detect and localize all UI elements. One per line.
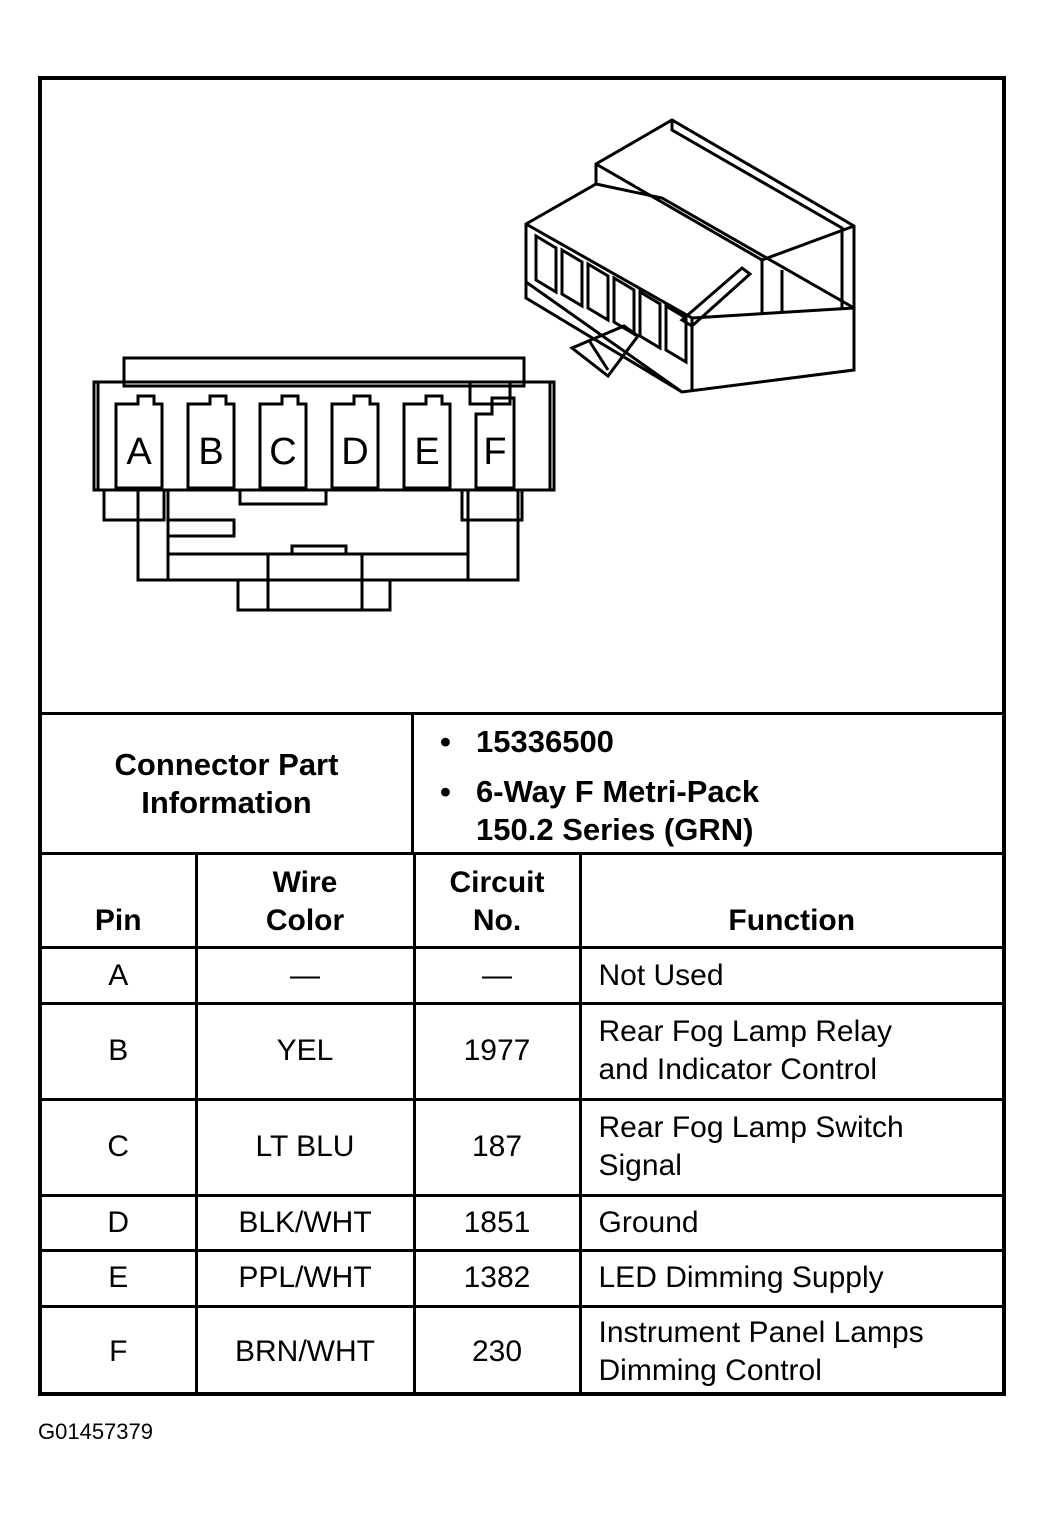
cell-pin: A [42,946,198,1005]
cell-wire-color: YEL [194,1001,416,1101]
cell-function: Not Used [578,946,1002,1005]
pin-label-c: C [269,431,296,473]
connector-part-info-values: • 15336500 • 6-Way F Metri-Pack 150.2 Se… [414,715,1002,852]
cell-circuit: — [412,946,582,1005]
part-number: 15336500 [476,724,614,759]
connector-illustration: A B C D E F [42,80,1002,712]
part-description-line1: 6-Way F Metri-Pack [476,774,760,809]
cell-wire-color: — [194,946,416,1005]
table-row: E PPL/WHT 1382 LED Dimming Supply [42,1249,1002,1308]
part-description-item: • 6-Way F Metri-Pack 150.2 Series (GRN) [440,773,760,849]
cell-function: Rear Fog Lamp Relay and Indicator Contro… [578,1001,1002,1101]
cell-circuit: 1977 [412,1001,582,1101]
part-number-item: • 15336500 [440,723,614,761]
pin-label-a: A [126,431,152,473]
cell-circuit: 1851 [412,1193,582,1253]
pin-label-e: E [414,431,439,473]
cell-wire-color: PPL/WHT [194,1249,416,1308]
cell-pin: B [42,1001,198,1101]
cell-function: LED Dimming Supply [578,1249,1002,1308]
pin-table: Pin Wire Color Circuit No. Function A — … [42,855,1002,1396]
pin-label-f: F [483,431,506,473]
connector-face-view [92,356,556,612]
connector-iso-view [524,118,856,394]
cavity-c [258,394,308,490]
iso-cavities [534,233,688,365]
pin-label-b: B [198,431,223,473]
cell-function: Rear Fog Lamp Switch Signal [578,1097,1002,1197]
header-pin: Pin [42,855,198,950]
iso-tab [569,324,641,379]
part-description-line2: 150.2 Series (GRN) [476,812,754,847]
face-left-foot [102,488,166,522]
cell-circuit: 187 [412,1097,582,1197]
pin-cavities [114,394,516,490]
iso-latch [679,266,753,328]
face-slot [166,518,236,538]
cell-pin: E [42,1249,198,1308]
table-row: A — — Not Used [42,946,1002,1005]
iso-body-outline [524,182,856,394]
table-row: D BLK/WHT 1851 Ground [42,1193,1002,1253]
table-row: F BRN/WHT 230 Instrument Panel Lamps Dim… [42,1304,1002,1396]
cavity-a [114,394,164,490]
header-function: Function [578,855,1002,950]
bullet-icon: • [440,724,451,759]
connector-part-info-label: Connector Part Information [42,715,414,852]
cell-pin: F [42,1304,198,1396]
table-header-row: Pin Wire Color Circuit No. Function [42,855,1002,950]
pin-label-d: D [341,431,368,473]
connector-part-info: Connector Part Information • 15336500 • … [42,712,1002,855]
cell-circuit: 1382 [412,1249,582,1308]
header-circuit: Circuit No. [412,855,582,950]
cavity-e [402,394,452,490]
cell-pin: D [42,1193,198,1253]
cell-function: Instrument Panel Lamps Dimming Control [578,1304,1002,1396]
table-row: B YEL 1977 Rear Fog Lamp Relay and Indic… [42,1001,1002,1101]
cell-function: Ground [578,1193,1002,1253]
cavity-f [474,396,516,490]
cavity-d [330,394,380,490]
cell-wire-color: BRN/WHT [194,1304,416,1396]
cell-pin: C [42,1097,198,1197]
header-wire-color: Wire Color [194,855,416,950]
bullet-icon: • [440,774,451,809]
cell-circuit: 230 [412,1304,582,1396]
cell-wire-color: BLK/WHT [194,1193,416,1253]
face-right-foot [460,488,524,522]
cell-wire-color: LT BLU [194,1097,416,1197]
figure-id: G01457379 [38,1419,153,1444]
connector-drawing: A B C D E F [92,118,856,612]
cavity-b [186,394,236,490]
table-row: C LT BLU 187 Rear Fog Lamp Switch Signal [42,1097,1002,1197]
connector-frame: A B C D E F Connector Part Information •… [38,76,1006,1396]
face-top-lip [122,356,526,388]
